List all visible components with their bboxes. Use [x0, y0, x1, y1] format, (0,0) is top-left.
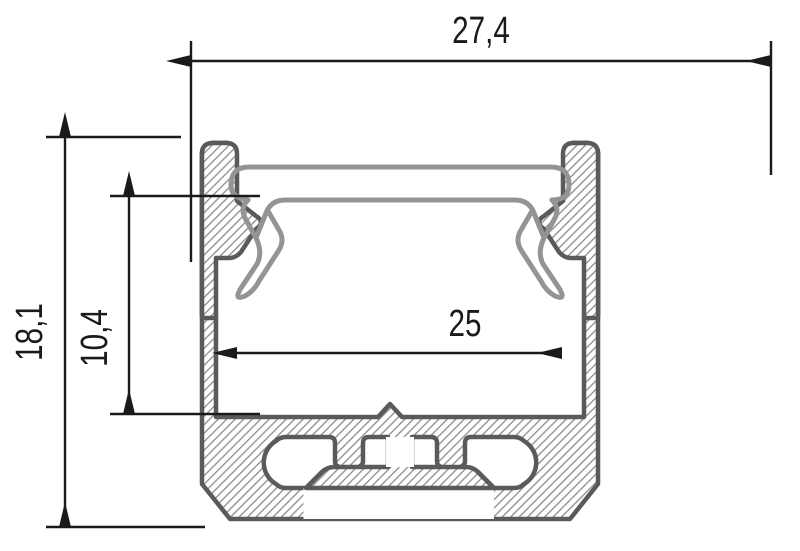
wall-inner-faces-restore-3 [199, 140, 601, 321]
cover-upper-shell [246, 164, 572, 203]
cover-lower-shell-right [512, 197, 547, 241]
center-channel-cavity [386, 437, 414, 467]
left-wall-final [199, 140, 264, 321]
dimension-lines [46, 41, 773, 529]
dimension-labels: 27,4 25 18,1 10,4 [9, 10, 510, 367]
dim-label-overall-width: 27,4 [452, 10, 510, 52]
cover-right-leg [515, 197, 565, 300]
cover-lower-shell-left [253, 197, 288, 241]
cover-upper-shell-left [228, 164, 252, 203]
dim-label-inner-height: 10,4 [74, 309, 116, 367]
right-wall-final [536, 140, 601, 321]
cover-assembly [228, 164, 572, 300]
left-screw-channel-cavity [261, 434, 391, 491]
dim-label-inner-width: 25 [449, 303, 482, 345]
cover-region-wash-3 [206, 148, 594, 316]
bottom-flange-gap [306, 488, 494, 519]
dim-label-overall-height: 18,1 [9, 303, 51, 361]
cover-left-leg [235, 197, 285, 300]
right-screw-channel-cavity [409, 434, 539, 491]
bottom-flange-gap-outline [303, 469, 497, 491]
